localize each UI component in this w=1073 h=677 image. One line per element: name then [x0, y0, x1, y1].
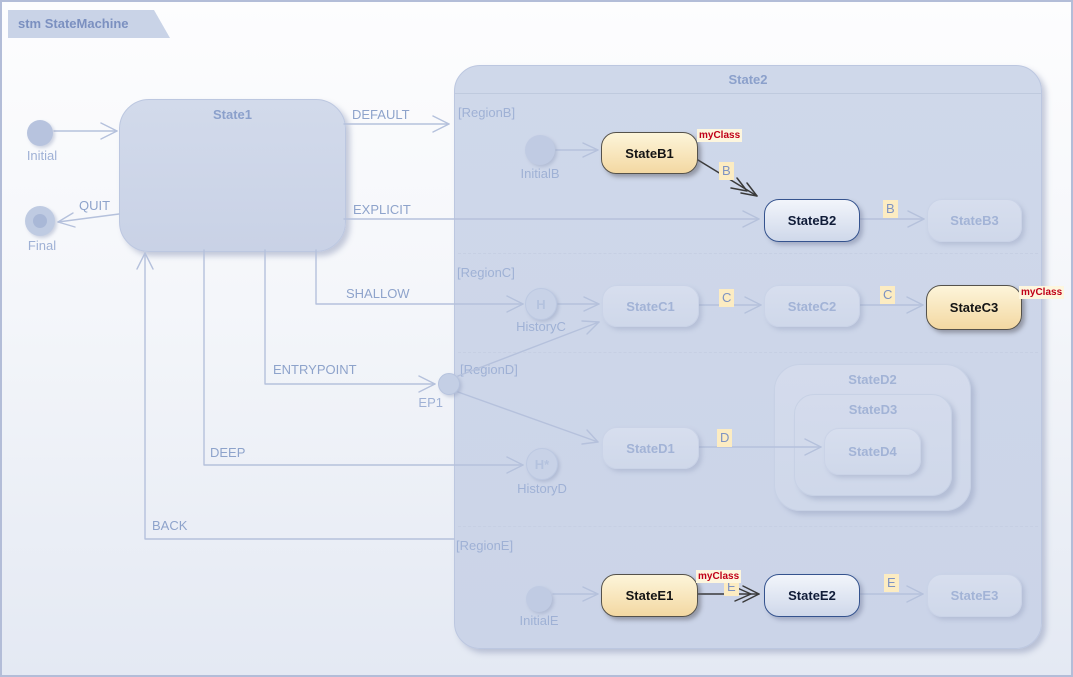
stated1-label: StateD1 [626, 440, 675, 456]
final-node-dot [33, 214, 47, 228]
region-label-d: [RegionD] [460, 362, 518, 377]
state-statec1[interactable]: StateC1 [602, 285, 699, 327]
initialb-label: InitialB [520, 166, 560, 181]
transition-stated1-stated4[interactable] [697, 438, 822, 456]
transition-label-explicit[interactable]: EXPLICIT [353, 202, 411, 217]
state-state1[interactable]: State1 [119, 99, 346, 252]
transition-label-quit[interactable]: QUIT [79, 198, 111, 213]
stereotype-statec3: myClass [1019, 286, 1065, 299]
stateb3-label: StateB3 [950, 213, 999, 228]
final-label: Final [27, 238, 57, 253]
stated3-label: StateD3 [848, 402, 898, 417]
transition-label-default[interactable]: DEFAULT [352, 107, 410, 122]
state-statee3[interactable]: StateE3 [927, 574, 1022, 617]
state-state2[interactable]: State2 [RegionB] [RegionC] [RegionD] [Re… [454, 65, 1042, 649]
region-label-e: [RegionE] [456, 538, 514, 553]
state-statec2[interactable]: StateC2 [764, 285, 860, 327]
historyc-label: HistoryC [516, 319, 566, 334]
state2-label: State2 [728, 72, 768, 87]
stateb2-label: StateB2 [787, 213, 837, 228]
transition-label-shallow[interactable]: SHALLOW [346, 286, 410, 301]
trigger-b1-b2[interactable]: B [719, 162, 734, 180]
state-stated4[interactable]: StateD4 [824, 428, 921, 475]
transition-stateb2-stateb3[interactable] [858, 210, 925, 228]
trigger-c1-c2[interactable]: C [719, 289, 735, 307]
transition-label-back[interactable]: BACK [152, 518, 188, 533]
transition-initiale-statee1[interactable] [552, 586, 599, 602]
state-stateb1[interactable]: StateB1 [601, 132, 698, 174]
transition-shallow[interactable] [315, 249, 524, 313]
stated2-label: StateD2 [848, 372, 897, 387]
stateb1-label: StateB1 [625, 145, 674, 161]
region-separator-cd [458, 352, 1038, 353]
state1-label: State1 [212, 107, 253, 122]
statec3-label: StateC3 [949, 300, 999, 315]
transition-quit[interactable] [57, 212, 120, 228]
state-stateb2[interactable]: StateB2 [764, 199, 860, 242]
ep1-node[interactable] [438, 373, 460, 395]
transition-back[interactable] [136, 252, 455, 540]
trigger-b2-b3[interactable]: B [883, 200, 898, 218]
historyc-node[interactable]: H [525, 288, 557, 320]
region-separator-de [458, 526, 1038, 527]
initialb-node[interactable] [525, 135, 555, 165]
ep1-label: EP1 [418, 395, 443, 410]
statee3-label: StateE3 [950, 588, 999, 603]
transition-label-deep[interactable]: DEEP [210, 445, 246, 460]
initial-label: Initial [26, 148, 58, 163]
state-statee1[interactable]: StateE1 [601, 574, 698, 617]
trigger-e2-e3[interactable]: E [884, 574, 899, 592]
initiale-label: InitialE [519, 613, 559, 628]
region-label-b: [RegionB] [458, 105, 516, 120]
state-stateb3[interactable]: StateB3 [927, 199, 1022, 242]
trigger-c2-c3[interactable]: C [880, 286, 896, 304]
state-statee2[interactable]: StateE2 [764, 574, 860, 617]
transition-historyc-statec1[interactable] [557, 296, 600, 312]
historyc-symbol: H [536, 296, 546, 312]
transition-label-entrypoint[interactable]: ENTRYPOINT [273, 362, 357, 377]
statee1-label: StateE1 [625, 588, 674, 603]
transition-ep1-stated1[interactable] [457, 391, 599, 445]
initiale-node[interactable] [526, 586, 552, 612]
historyd-node[interactable]: H* [526, 448, 558, 480]
diagram-title: stm StateMachine [18, 16, 129, 31]
transition-ep1-statec1[interactable] [457, 320, 600, 377]
statee2-label: StateE2 [788, 588, 836, 603]
initial-node[interactable] [27, 120, 53, 146]
transition-statec2-statec3[interactable] [858, 296, 924, 314]
transition-explicit[interactable] [343, 210, 760, 228]
transition-statee2-statee3[interactable] [858, 585, 924, 603]
transition-deep[interactable] [203, 249, 524, 474]
stereotype-statee1: myClass [696, 570, 742, 583]
transition-initial-state1[interactable] [53, 122, 118, 140]
transition-initialb-stateb1[interactable] [555, 142, 599, 158]
transition-entrypoint[interactable] [264, 249, 436, 393]
transition-default[interactable] [343, 115, 450, 133]
historyd-symbol: H* [534, 456, 550, 472]
final-node[interactable] [25, 206, 55, 236]
diagram-frame-tab: stm StateMachine [8, 10, 170, 38]
region-separator-bc [458, 253, 1038, 254]
state2-header: State2 [455, 66, 1041, 94]
statec1-label: StateC1 [626, 298, 675, 314]
statec2-label: StateC2 [787, 298, 837, 314]
state-statec3[interactable]: StateC3 [926, 285, 1022, 330]
state-stated1[interactable]: StateD1 [602, 427, 699, 469]
trigger-d1-d4[interactable]: D [717, 429, 733, 447]
stated4-label: StateD4 [848, 444, 897, 459]
stereotype-stateb1: myClass [697, 129, 743, 142]
region-label-c: [RegionC] [457, 265, 515, 280]
historyd-label: HistoryD [517, 481, 567, 496]
